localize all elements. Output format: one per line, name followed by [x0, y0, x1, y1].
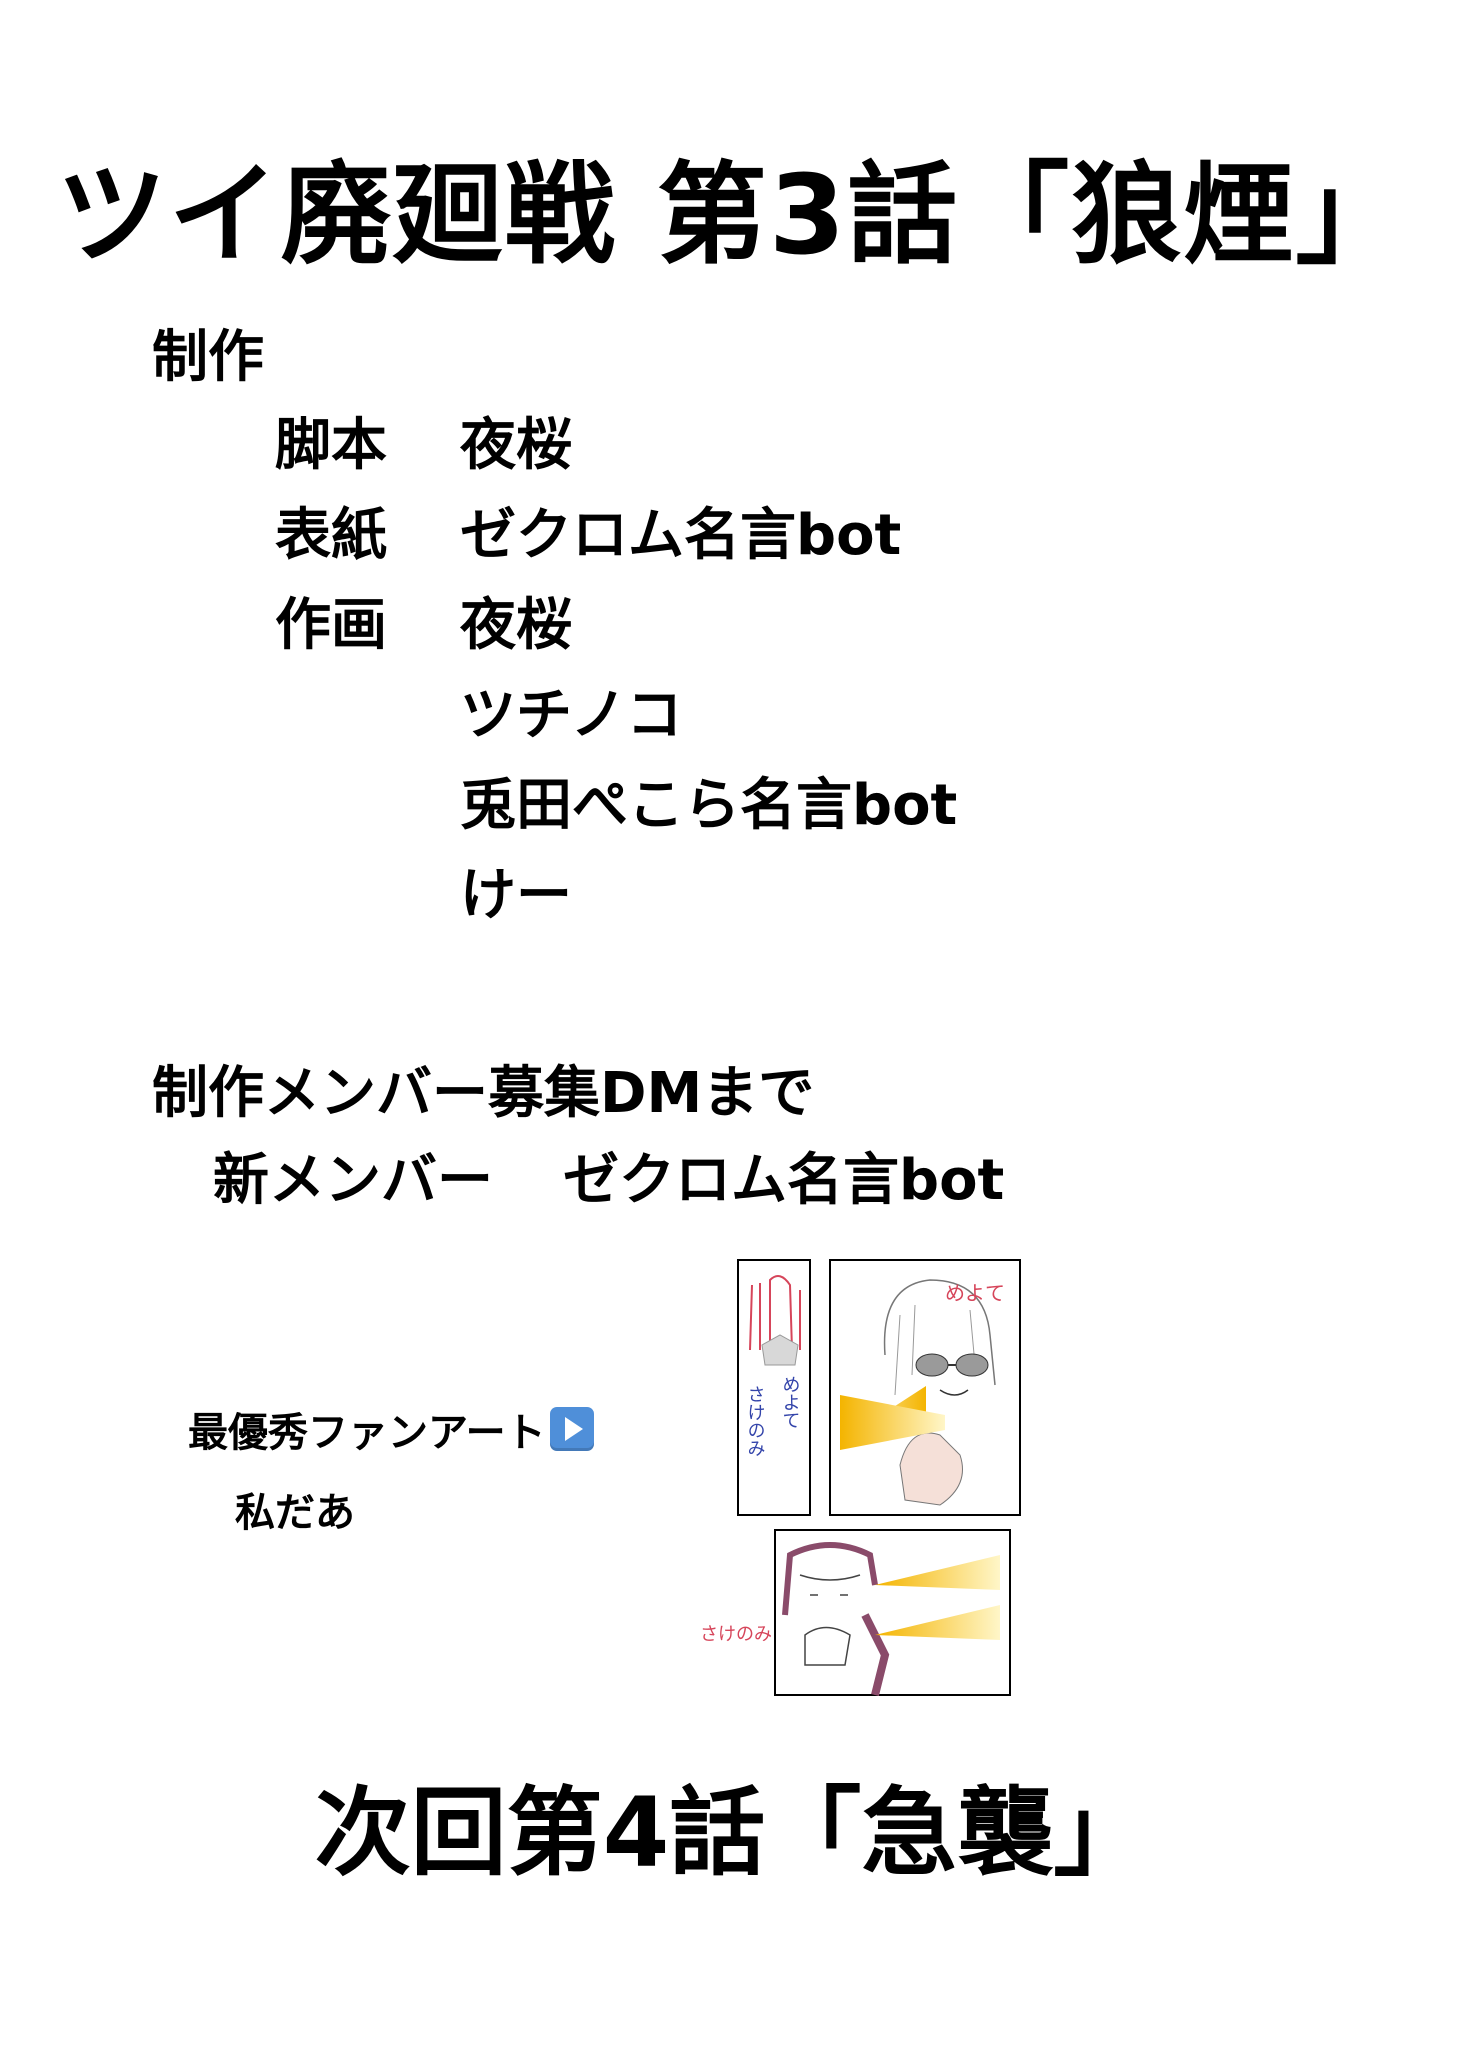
play-button-icon — [549, 1407, 594, 1451]
credit-role: 表紙 — [275, 503, 387, 568]
hair-sketch — [749, 1275, 801, 1351]
sunglasses-right — [955, 1353, 989, 1377]
hand-sketch — [899, 1432, 963, 1506]
handwritten-text: めよて — [945, 1281, 1005, 1305]
light-beam — [875, 1555, 1000, 1590]
hair-sketch — [883, 1279, 996, 1386]
comic-panel-left — [737, 1259, 811, 1516]
new-member-line: 新メンバー ゼクロム名言bot — [213, 1135, 1004, 1216]
credit-row-script: 脚本 夜桜 — [275, 400, 572, 481]
hair-sketch — [782, 1542, 878, 1616]
hair-sketch — [861, 1613, 890, 1696]
credit-row-cover: 表紙 ゼクロム名言bot — [275, 490, 901, 571]
new-member-label: 新メンバー — [213, 1148, 493, 1213]
credit-name: 夜桜 — [460, 413, 572, 478]
fanart-label: 最優秀ファンアート — [188, 1400, 594, 1458]
new-member-name: ゼクロム名言bot — [563, 1148, 1005, 1213]
light-beam — [875, 1605, 1000, 1640]
credit-name: ゼクロム名言bot — [460, 503, 902, 568]
recruit-notice: 制作メンバー募集DMまで — [152, 1061, 815, 1126]
handwritten-text: さけのみ — [745, 1385, 766, 1457]
mouth-sketch — [804, 1626, 851, 1666]
smile-sketch — [939, 1389, 969, 1396]
credit-row-art: 作画 夜桜 — [275, 580, 572, 661]
face-sketch — [761, 1334, 799, 1366]
next-episode-title: 次回第4話「急襲」 — [314, 1777, 1150, 1889]
production-heading: 制作 — [152, 325, 264, 390]
fanart-author: 私だあ — [235, 1490, 355, 1536]
credit-name: 兎田ぺこら名言bot — [460, 773, 958, 838]
handwritten-text: さけのみ — [700, 1624, 772, 1645]
light-beam — [840, 1395, 945, 1450]
fanart-label-text: 最優秀ファンアート — [188, 1410, 546, 1456]
credit-role: 作画 — [275, 593, 387, 658]
face-sketch — [799, 1574, 861, 1596]
fanart-illustration: めよて さけのみ めよて さけのみ — [700, 1259, 1021, 1696]
credit-name: 夜桜 — [460, 593, 572, 658]
sunglasses-left — [915, 1353, 949, 1377]
episode-title: ツイ廃廻戦 第3話「狼煙」 — [56, 151, 1408, 279]
credit-name: けー — [460, 863, 572, 928]
handwritten-text: めよて — [780, 1375, 801, 1429]
credit-role: 脚本 — [275, 413, 387, 478]
credit-name: ツチノコ — [460, 683, 683, 748]
